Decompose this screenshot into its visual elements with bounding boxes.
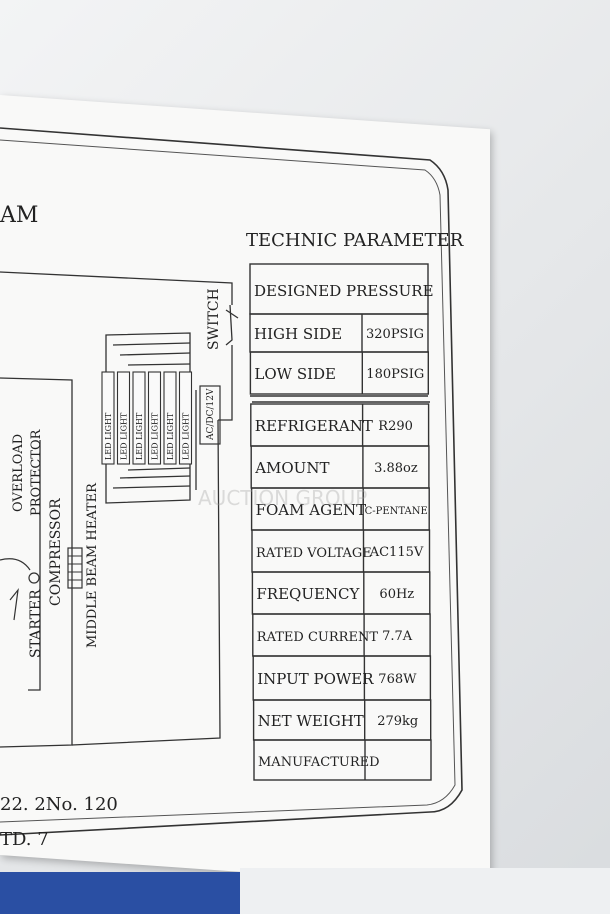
- technic-row-value: 279kg: [377, 714, 418, 729]
- technic-row-value: 768W: [378, 672, 417, 687]
- led-light-tube: LED LIGHT: [116, 371, 131, 465]
- led-light-tube: LED LIGHT: [132, 371, 146, 465]
- led-light-label: LED LIGHT: [182, 412, 191, 460]
- technic-row-label: RATED CURRENT: [257, 630, 379, 645]
- technic-row-label: LOW SIDE: [254, 365, 336, 383]
- converter-label: AC/DC/12V: [206, 388, 216, 441]
- technic-row-label: NET WEIGHT: [258, 712, 364, 730]
- technic-row-value: 7.7A: [382, 629, 413, 644]
- compressor-symbol: [0, 558, 31, 621]
- technic-row-value: 3.88oz: [374, 461, 418, 476]
- white-panel-edge: [240, 868, 610, 914]
- protector-label: PROTECTOR: [29, 428, 44, 516]
- diagram-heading-fragment: AM: [0, 203, 38, 228]
- switch-symbol: [225, 304, 239, 346]
- technic-row-value: 60Hz: [379, 587, 414, 602]
- heater-label: MIDDLE BEAM HEATER: [85, 482, 100, 648]
- technic-row-value: R290: [378, 419, 413, 434]
- technic-row-value: AC115V: [369, 545, 424, 560]
- watermark-text: AUCTION GROUP: [198, 486, 367, 510]
- blue-panel-edge: [0, 872, 240, 914]
- led-light-label: LED LIGHT: [120, 412, 129, 460]
- heater-coil: [67, 547, 83, 589]
- technic-row: INPUT POWER 768W: [252, 655, 432, 701]
- overload-label: OVERLOAD: [11, 434, 26, 512]
- technic-row: NET WEIGHT 279kg: [252, 699, 432, 741]
- converter-box: [199, 385, 221, 445]
- technic-row-label: REFRIGERANT: [255, 417, 373, 435]
- technic-row: HIGH SIDE 320PSIG: [249, 313, 429, 353]
- led-light-tube: LED LIGHT: [163, 371, 177, 465]
- technic-row-value: C-PENTANE: [365, 506, 428, 517]
- technic-row: LOW SIDE 180PSIG: [249, 351, 429, 395]
- led-light-label: LED LIGHT: [166, 412, 175, 460]
- technic-rows: HIGH SIDE 320PSIG LOW SIDE 180PSIG REFRIGERA…: [249, 313, 432, 781]
- switch-label: SWITCH: [206, 288, 222, 350]
- technic-row: AMOUNT 3.88oz: [250, 445, 430, 489]
- designed-pressure-label: DESIGNED PRESSURE: [254, 282, 434, 300]
- technic-row-label: MANUFACTURED: [258, 755, 380, 770]
- starter-label: STARTER: [28, 589, 44, 658]
- technic-row-label: FOAM AGENT: [256, 501, 367, 519]
- technic-row: REFRIGERANT R290: [250, 403, 430, 447]
- led-light-label: LED LIGHT: [104, 412, 113, 460]
- technic-row-label: INPUT POWER: [257, 670, 374, 688]
- led-light-tube: LED LIGHT: [101, 371, 115, 465]
- led-light-label: LED LIGHT: [151, 412, 160, 460]
- label-border-outer: [0, 127, 463, 836]
- starter-symbol: [28, 572, 40, 584]
- led-light-tube: LED LIGHT: [147, 371, 162, 465]
- compressor-label: COMPRESSOR: [48, 498, 64, 606]
- technic-title: TECHNIC PARAMETER: [246, 230, 464, 251]
- led-light-tube: LED LIGHT: [178, 371, 193, 465]
- technic-row-label: HIGH SIDE: [254, 325, 342, 343]
- technic-row-value: 320PSIG: [366, 327, 424, 342]
- footer-line-1: 22. 2No. 120: [0, 794, 118, 815]
- label-border-inner: [0, 139, 456, 823]
- led-light-label: LED LIGHT: [135, 412, 144, 460]
- technic-row-value: 180PSIG: [366, 367, 424, 382]
- technic-row: FREQUENCY 60Hz: [251, 571, 431, 615]
- heater-coil-lines: [68, 555, 82, 581]
- technic-row-label: AMOUNT: [254, 459, 329, 477]
- technic-row: MANUFACTURED: [253, 739, 432, 781]
- led-light-group: LED LIGHT LED LIGHT LED LIGHT LED LIGHT LED …: [101, 371, 193, 465]
- technic-row-label: RATED VOLTAGE: [256, 546, 372, 561]
- technic-row-label: FREQUENCY: [256, 585, 360, 603]
- footer-line-2: TD. 7: [0, 829, 49, 850]
